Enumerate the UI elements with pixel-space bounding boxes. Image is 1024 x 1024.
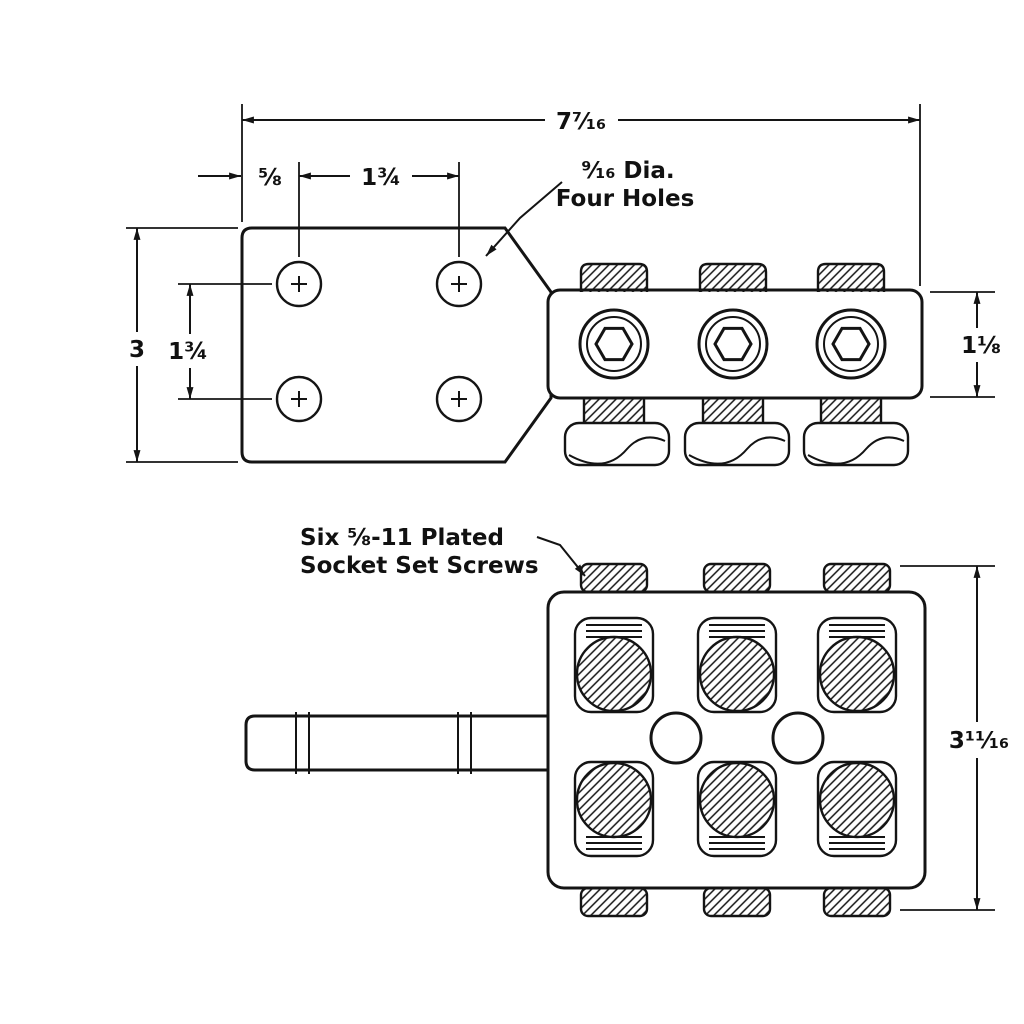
dim-hole-spacing-horizontal: 1¾ bbox=[298, 162, 460, 257]
dim-edge-offset-label: ⅝ bbox=[258, 165, 282, 191]
edge-screw-bottom-2 bbox=[702, 886, 772, 918]
socket-screw-1 bbox=[578, 308, 650, 380]
dim-overall-height-label: 3¹¹⁄₁₆ bbox=[949, 728, 1009, 754]
dim-hole-spacing-vertical-label: 1¾ bbox=[168, 339, 208, 365]
edge-screw-bottom-1 bbox=[579, 886, 649, 918]
conductor-pocket-bottom-2 bbox=[696, 760, 778, 858]
top-view: 7⁷⁄₁₆ ⅝ 1¾ ⁹⁄₁₆ Dia. Four Holes 3 bbox=[126, 104, 1001, 467]
dim-hole-spacing-vertical: 1¾ bbox=[168, 283, 272, 400]
screws-callout-leader bbox=[536, 536, 586, 577]
set-screw-top-3 bbox=[816, 262, 886, 294]
hole-top-left bbox=[275, 260, 323, 308]
hole-bottom-right bbox=[435, 375, 483, 423]
socket-screw-3 bbox=[815, 308, 887, 380]
dim-body-height-label: 1⅛ bbox=[961, 333, 1001, 359]
socket-screw-2 bbox=[697, 308, 769, 380]
conductor-pocket-bottom-1 bbox=[573, 760, 655, 858]
conductor-pocket-top-3 bbox=[816, 616, 898, 714]
cable-end-2 bbox=[683, 421, 791, 467]
dim-overall-width-label: 7⁷⁄₁₆ bbox=[556, 109, 606, 135]
holes-callout: ⁹⁄₁₆ Dia. Four Holes bbox=[485, 158, 695, 257]
conductor-pocket-top-2 bbox=[696, 616, 778, 714]
holes-callout-leader bbox=[485, 181, 563, 257]
edge-screw-bottom-3 bbox=[822, 886, 892, 918]
cable-end-1 bbox=[563, 421, 671, 467]
set-screw-top-1 bbox=[579, 262, 649, 294]
dim-body-height: 1⅛ bbox=[930, 291, 1001, 398]
dim-overall-height: 3¹¹⁄₁₆ bbox=[900, 565, 1009, 911]
edge-screw-top-1 bbox=[579, 562, 649, 594]
conductor-pocket-top-1 bbox=[573, 616, 655, 714]
edge-screw-top-3 bbox=[822, 562, 892, 594]
dim-edge-offset: ⅝ bbox=[198, 165, 282, 191]
dim-plate-height: 3 bbox=[126, 227, 238, 463]
tongue-bar bbox=[244, 712, 548, 774]
hole-top-right bbox=[435, 260, 483, 308]
set-screw-top-2 bbox=[698, 262, 768, 294]
holes-callout-line1: ⁹⁄₁₆ Dia. bbox=[581, 158, 674, 184]
screws-callout: Six ⅝-11 Plated Socket Set Screws bbox=[300, 525, 586, 579]
edge-screw-top-2 bbox=[702, 562, 772, 594]
dim-plate-height-label: 3 bbox=[129, 337, 145, 363]
hole-bottom-left bbox=[275, 375, 323, 423]
conductor-pocket-bottom-3 bbox=[816, 760, 898, 858]
dim-overall-width: 7⁷⁄₁₆ bbox=[241, 104, 921, 286]
plate-outline bbox=[240, 226, 553, 464]
cable-end-3 bbox=[802, 421, 910, 467]
screws-callout-line2: Socket Set Screws bbox=[300, 553, 539, 579]
center-hole-1 bbox=[649, 711, 703, 765]
center-hole-2 bbox=[771, 711, 825, 765]
holes-callout-line2: Four Holes bbox=[556, 186, 695, 212]
bottom-view: Six ⅝-11 Plated Socket Set Screws 3¹¹⁄₁₆ bbox=[244, 525, 1009, 918]
dim-hole-spacing-horizontal-label: 1¾ bbox=[361, 165, 401, 191]
screws-callout-line1: Six ⅝-11 Plated bbox=[300, 525, 504, 551]
